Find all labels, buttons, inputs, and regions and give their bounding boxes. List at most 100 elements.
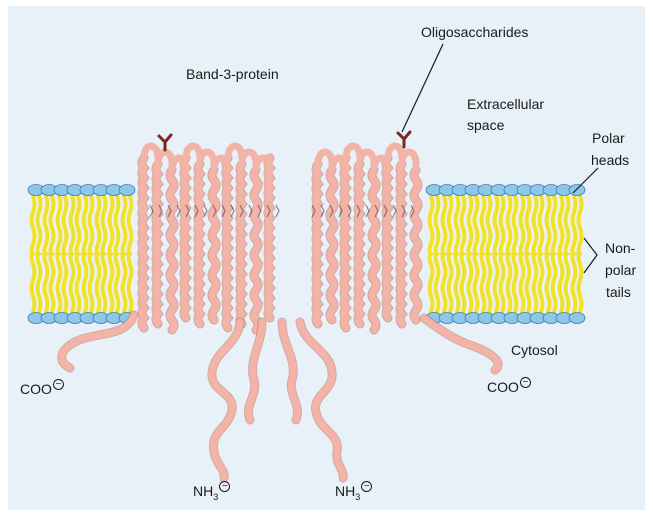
lipid-bilayer-outer-leaflet bbox=[28, 185, 585, 255]
lipid-tail bbox=[488, 254, 491, 312]
protein-interior-mark bbox=[321, 205, 324, 217]
lipid-tail bbox=[488, 196, 491, 254]
protein-loop bbox=[256, 158, 270, 170]
nonpolar-tails-label-line1: Non- bbox=[605, 240, 635, 256]
lipid-tail bbox=[449, 254, 452, 312]
protein-helix bbox=[142, 158, 144, 328]
nh3-right-chain bbox=[300, 322, 343, 478]
lipid-tail bbox=[534, 196, 537, 254]
lipid-tail bbox=[110, 254, 113, 312]
lipid-tail bbox=[116, 254, 119, 312]
lipid-tail bbox=[495, 254, 498, 312]
lipid-tail bbox=[553, 196, 556, 254]
lipid-tail bbox=[573, 196, 576, 254]
extracellular-space-label-line2: space bbox=[467, 117, 504, 133]
lipid-tail bbox=[436, 254, 439, 312]
lipid-tail bbox=[527, 196, 530, 254]
lipid-tail bbox=[475, 254, 478, 312]
oligosaccharides-label: Oligosaccharides bbox=[421, 24, 528, 40]
lipid-tail bbox=[84, 254, 87, 312]
lipid-tail bbox=[45, 196, 48, 254]
lipid-bilayer-inner-leaflet bbox=[28, 254, 585, 324]
nh3-left-subscript: 3 bbox=[213, 492, 218, 502]
lipid-tail bbox=[579, 196, 582, 254]
lipid-tail bbox=[566, 196, 569, 254]
nonpolar-tails-label-line2: polar bbox=[605, 262, 636, 278]
lipid-tail bbox=[129, 254, 132, 312]
lipid-tail bbox=[462, 254, 465, 312]
lipid-tail bbox=[560, 254, 563, 312]
oligosaccharide-glyph bbox=[159, 135, 171, 150]
lipid-tail bbox=[71, 196, 74, 254]
lipid-tail bbox=[521, 254, 524, 312]
protein-helix bbox=[240, 164, 242, 324]
lipid-tail bbox=[508, 254, 511, 312]
protein-interior-mark bbox=[231, 205, 234, 217]
lipid-tail bbox=[501, 196, 504, 254]
lipid-tail bbox=[84, 196, 87, 254]
protein-helix bbox=[386, 158, 388, 318]
lipid-tail bbox=[462, 196, 465, 254]
protein-helix bbox=[268, 158, 270, 318]
protein-helix bbox=[254, 170, 258, 330]
lipid-tail bbox=[45, 254, 48, 312]
lipid-tail bbox=[103, 254, 106, 312]
protein-interior-mark bbox=[276, 205, 279, 217]
lipid-tail bbox=[443, 254, 446, 312]
nh3-left-label: NH3− bbox=[193, 481, 230, 502]
protein-interior-mark bbox=[204, 205, 207, 217]
coo-left-text: COO bbox=[20, 381, 52, 397]
protein-helix bbox=[358, 164, 360, 324]
negative-charge-icon: − bbox=[361, 481, 372, 492]
protein-helix bbox=[226, 158, 228, 328]
lipid-tail bbox=[116, 196, 119, 254]
lipid-tail bbox=[58, 254, 61, 312]
lipid-tail bbox=[534, 254, 537, 312]
protein-helix bbox=[316, 164, 318, 324]
lipid-tail bbox=[77, 196, 80, 254]
lipid-tail bbox=[449, 196, 452, 254]
lipid-tail bbox=[547, 196, 550, 254]
band-3-protein-label: Band-3-protein bbox=[186, 66, 279, 82]
protein-helix bbox=[170, 170, 174, 330]
lipid-tail bbox=[90, 254, 93, 312]
lipid-tail bbox=[64, 196, 67, 254]
protein-interior-mark bbox=[177, 205, 180, 217]
lipid-tail bbox=[469, 196, 472, 254]
nh3-right-label: NH3− bbox=[335, 481, 372, 502]
lipid-tail bbox=[540, 254, 543, 312]
lipid-tail bbox=[129, 196, 132, 254]
lipid-tail bbox=[103, 196, 106, 254]
lipid-tail bbox=[560, 196, 563, 254]
coo-right-text: COO bbox=[487, 379, 519, 395]
lipid-tail bbox=[553, 254, 556, 312]
lipid-tail bbox=[482, 196, 485, 254]
lipid-tail bbox=[521, 196, 524, 254]
protein-interior-mark bbox=[393, 205, 396, 217]
lipid-tail bbox=[110, 196, 113, 254]
lipid-polar-head bbox=[119, 185, 135, 196]
negative-charge-icon: − bbox=[520, 377, 531, 388]
protein-helix bbox=[344, 158, 346, 328]
lipid-tail bbox=[51, 196, 54, 254]
negative-charge-icon: − bbox=[219, 481, 230, 492]
lipid-tail bbox=[64, 254, 67, 312]
lipid-tail bbox=[456, 254, 459, 312]
polar-heads-label-line1: Polar bbox=[592, 130, 625, 146]
lipid-tail bbox=[430, 254, 433, 312]
protein-helix bbox=[372, 170, 376, 330]
lipid-tail bbox=[443, 196, 446, 254]
polar-heads-label-line2: heads bbox=[591, 152, 629, 168]
coo-right-label: COO− bbox=[487, 377, 531, 395]
protein-terminal-chains bbox=[62, 315, 498, 478]
lipid-tail bbox=[71, 254, 74, 312]
nonpolar-tails-label-line3: tails bbox=[606, 284, 631, 300]
lipid-tail bbox=[514, 196, 517, 254]
lipid-tail bbox=[469, 254, 472, 312]
lipid-tail bbox=[32, 254, 35, 312]
lipid-tail bbox=[566, 254, 569, 312]
lipid-tail bbox=[123, 196, 126, 254]
coo-left-label: COO− bbox=[20, 379, 64, 397]
cytosol-label: Cytosol bbox=[511, 342, 558, 358]
